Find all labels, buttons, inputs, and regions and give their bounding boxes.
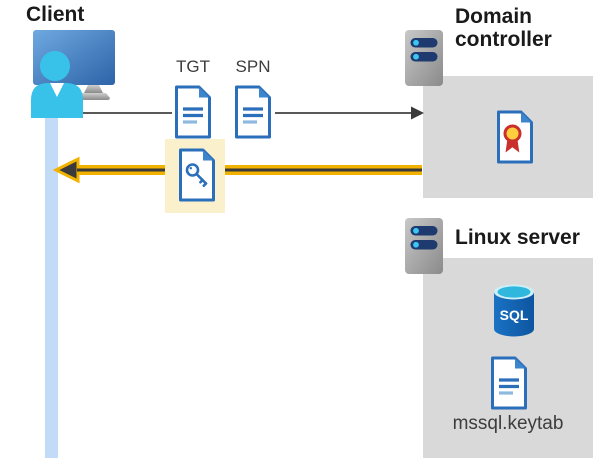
sql-database-icon: SQL [494,284,534,337]
service-ticket-key-icon [179,148,215,202]
user-icon [31,51,83,118]
keytab-file-icon [491,356,527,410]
tgt-ticket-icon [175,85,211,139]
key-icon [185,163,208,188]
client-device-icon [31,30,115,118]
tgt-label: TGT [176,57,210,76]
client-label: Client [26,3,85,26]
dc-server-icon [405,30,443,86]
spn-label: SPN [235,57,271,76]
linux-server-label: Linux server [455,226,580,249]
certificate-icon [497,110,533,164]
spn-ticket-icon [235,85,271,139]
keytab-label: mssql.keytab [452,413,564,434]
sql-badge-text: SQL [500,307,529,323]
response-arrow [52,156,422,184]
client-session-bar [45,95,58,458]
domain-controller-label: Domain controller [455,5,552,51]
linux-server-icon [405,218,443,274]
